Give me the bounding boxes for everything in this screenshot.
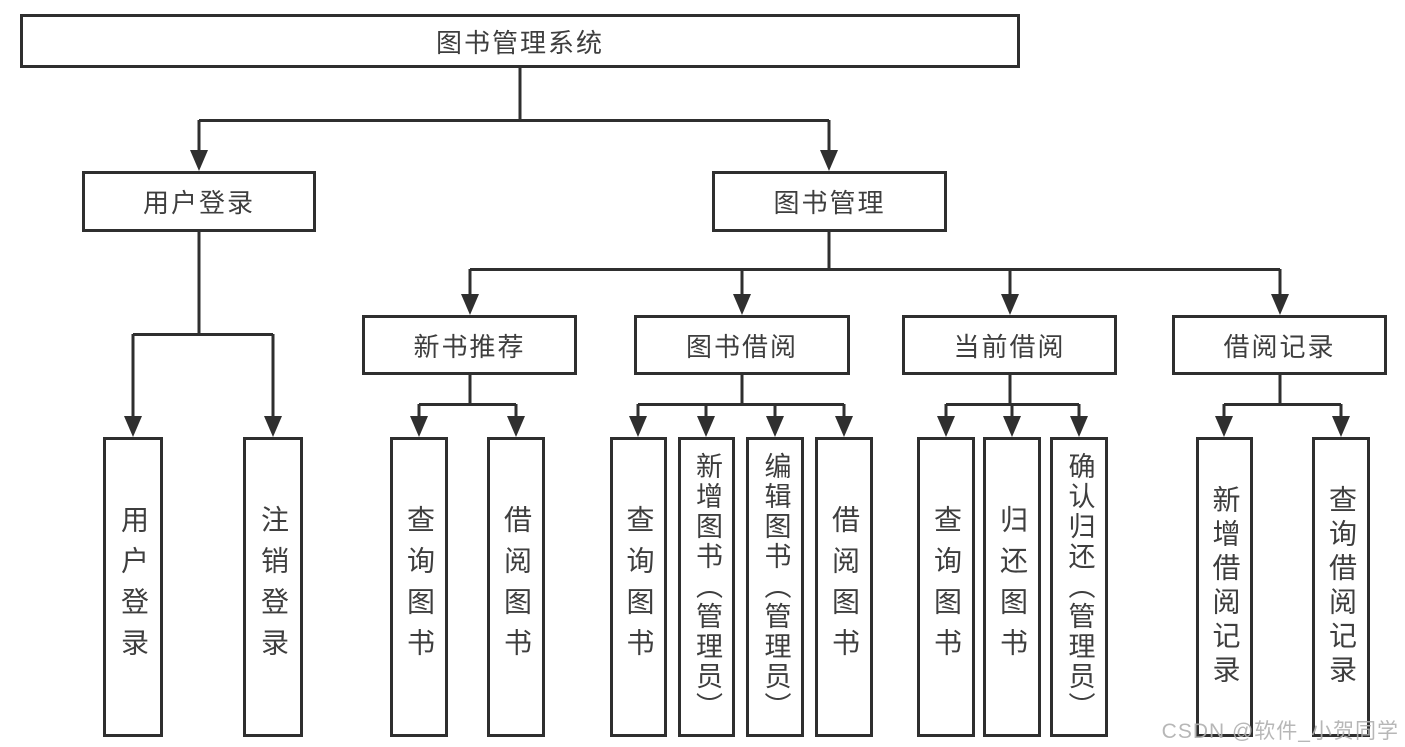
node-label: 当前借阅 <box>953 331 1066 362</box>
node-user-login: 用户登录 <box>82 171 316 232</box>
leaf-confirm-return-admin: 确认归还（管理员） <box>1050 437 1108 737</box>
node-label: 借阅图书 <box>829 505 860 669</box>
node-current-borrow: 当前借阅 <box>902 315 1117 375</box>
node-label: 查询借阅记录 <box>1326 485 1357 689</box>
node-label: 新增借阅记录 <box>1209 485 1241 689</box>
node-label: 确认归还（管理员） <box>1064 452 1095 722</box>
node-label: 用户登录 <box>118 505 149 669</box>
leaf-return-books: 归还图书 <box>983 437 1041 737</box>
node-label: 图书借阅 <box>685 331 798 362</box>
node-book-borrow: 图书借阅 <box>634 315 850 375</box>
arrowheads <box>124 150 1350 437</box>
leaf-edit-books-admin: 编辑图书（管理员） <box>746 437 804 737</box>
node-label: 新书推荐 <box>413 331 526 362</box>
leaf-query-books-borrow: 查询图书 <box>610 437 667 737</box>
node-new-book-recommend: 新书推荐 <box>362 315 577 375</box>
leaf-query-books-current: 查询图书 <box>917 437 975 737</box>
leaf-logout: 注销登录 <box>243 437 303 737</box>
node-borrow-records: 借阅记录 <box>1172 315 1387 375</box>
node-label: 借阅图书 <box>501 505 532 669</box>
leaf-user-login: 用户登录 <box>103 437 163 737</box>
csdn-watermark: CSDN @软件_小贺同学 <box>1161 720 1399 743</box>
node-book-management: 图书管理 <box>712 171 947 232</box>
node-label: 归还图书 <box>997 505 1028 669</box>
leaf-add-borrow-record: 新增借阅记录 <box>1196 437 1253 737</box>
node-label: 查询图书 <box>404 505 435 669</box>
node-root: 图书管理系统 <box>20 14 1020 68</box>
leaf-borrow-books-recommend: 借阅图书 <box>487 437 545 737</box>
node-label: 图书管理 <box>773 188 886 218</box>
node-label: 查询图书 <box>623 505 655 669</box>
node-label: 注销登录 <box>258 505 289 669</box>
leaf-borrow-books: 借阅图书 <box>815 437 873 737</box>
node-label: 图书管理系统 <box>435 27 604 58</box>
node-label: 编辑图书（管理员） <box>760 452 791 722</box>
leaf-query-borrow-record: 查询借阅记录 <box>1312 437 1370 737</box>
node-label: 新增图书（管理员） <box>692 452 722 722</box>
node-label: 用户登录 <box>142 188 255 218</box>
node-label: 查询图书 <box>931 505 962 669</box>
leaf-add-books-admin: 新增图书（管理员） <box>678 437 735 737</box>
node-label: 借阅记录 <box>1223 331 1336 362</box>
leaf-query-books-recommend: 查询图书 <box>390 437 448 737</box>
